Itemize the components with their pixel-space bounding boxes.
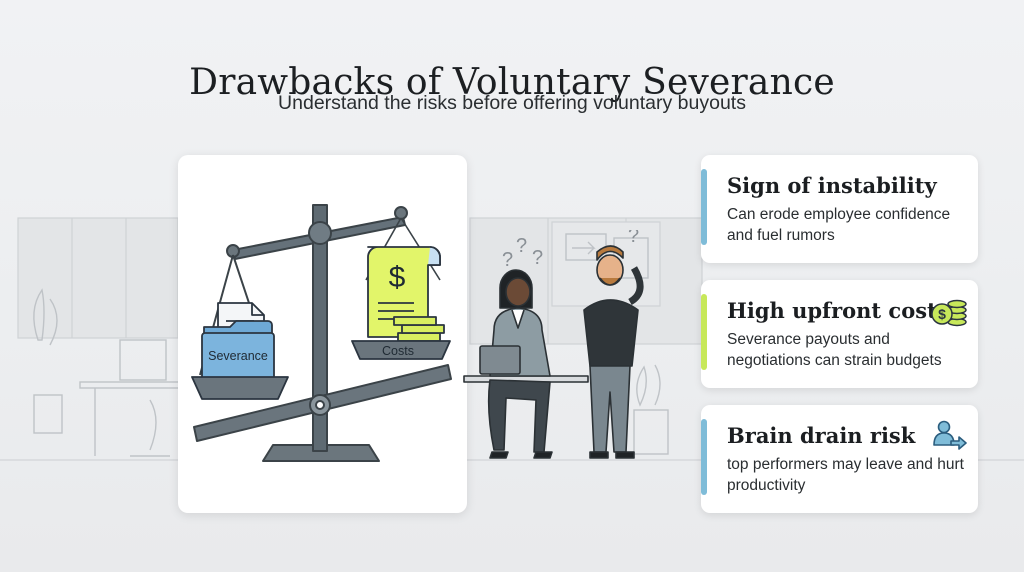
card-sign-of-instability: Sign of instability Can erode employee c…: [701, 155, 978, 263]
coins-dollar-icon: $: [931, 299, 967, 327]
person-leaving-icon: [933, 420, 967, 450]
people-discussion-illustration: ? ? ? ?: [463, 230, 644, 459]
thought-mark: ?: [532, 247, 543, 269]
card-text: top performers may leave and hurt produc…: [727, 456, 964, 494]
card-text: Severance payouts and negotiations can s…: [727, 331, 942, 369]
thought-mark: ?: [628, 230, 639, 247]
card-text: Can erode employee confidence and fuel r…: [727, 206, 951, 244]
left-pan-label: Severance: [208, 349, 268, 363]
coin-dollar-symbol: $: [938, 306, 946, 322]
page-subtitle: Understand the risks before offering vol…: [278, 92, 746, 114]
thought-mark: ?: [502, 249, 513, 271]
page-title: Drawbacks of Voluntary Severance: [189, 62, 835, 104]
card-high-upfront-costs: High upfront costs Severance payouts and…: [701, 280, 978, 388]
balance-scale-icon: Severance $ Costs: [191, 204, 452, 462]
receipt-dollar-symbol: $: [389, 261, 406, 294]
card-title: High upfront costs: [727, 298, 949, 323]
card-accent-bar: [701, 294, 707, 370]
card-title: Sign of instability: [727, 173, 937, 198]
card-brain-drain-risk: Brain drain risk top performers may leav…: [701, 405, 978, 513]
right-pan-label: Costs: [382, 344, 414, 358]
card-accent-bar: [701, 419, 707, 495]
card-accent-bar: [701, 169, 707, 245]
scale-illustration-panel: Severance $ Costs: [178, 155, 467, 513]
thought-mark: ?: [516, 235, 527, 257]
card-title: Brain drain risk: [727, 423, 916, 448]
